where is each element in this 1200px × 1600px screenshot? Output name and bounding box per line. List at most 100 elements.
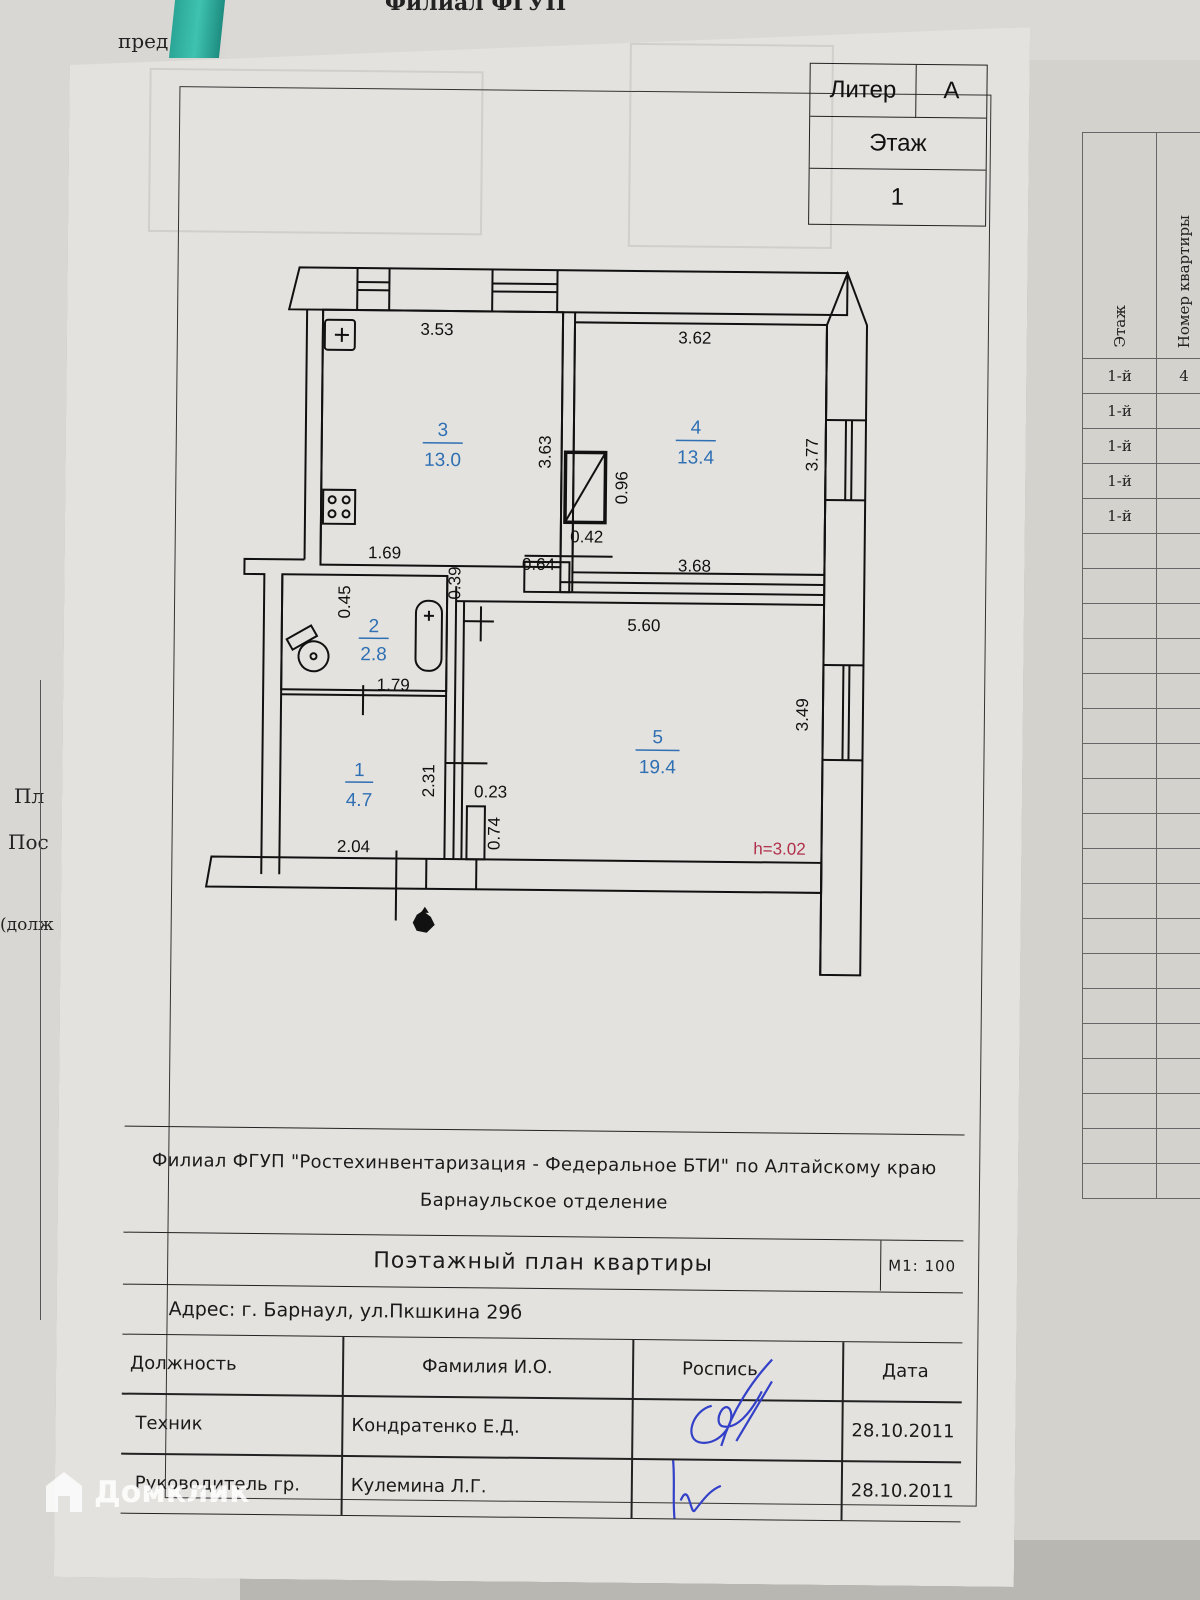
header-position: Должность [129,1352,237,1375]
document-title: Поэтажный план квартиры [373,1247,714,1277]
ceiling-height: h=3.02 [753,839,806,859]
address-row: Адрес: г. Барнаул, ул.Пкшкина 29б [122,1284,962,1342]
cell-apartment [1156,393,1200,429]
room-number: 4 [691,418,702,439]
svg-text:0.23: 0.23 [474,782,507,801]
north-arrow-icon [413,907,435,933]
room-number: 5 [652,727,663,748]
stove-icon [323,490,355,524]
room-area: 4.7 [346,790,373,811]
table-row [1081,1163,1200,1199]
floor-plan-drawing: 3 13.0 4 13.4 2 2.8 1 4.7 5 19.4 3.53 3.… [59,17,1030,1127]
house-logo-icon [46,1472,82,1512]
table-row [1081,778,1200,814]
svg-text:0.39: 0.39 [445,566,464,599]
cell-apartment [1156,428,1200,464]
organization-row: Филиал ФГУП "Ростехинвентаризация - Феде… [123,1126,964,1240]
cell-floor: 1-й [1081,428,1158,464]
svg-text:3.49: 3.49 [793,698,812,731]
cell-apartment [1156,498,1200,534]
fragment-text: пред [118,29,169,53]
room-labels: 3 13.0 4 13.4 2 2.8 1 4.7 5 19.4 [345,414,716,815]
cell-apartment: 4 [1156,358,1200,394]
interior-walls [279,309,827,863]
svg-text:1.69: 1.69 [368,543,401,562]
toilet-icon [287,625,334,677]
floor-plan-sheet: Литер А Этаж 1 [54,17,1030,1587]
name-cell: Кондратенко Е.Д. [351,1415,520,1438]
svg-text:3.53: 3.53 [420,320,453,339]
table-row [1081,533,1200,569]
table-row: 1-й [1081,498,1200,534]
cell-apartment [1156,463,1200,499]
table-row [1081,708,1200,744]
table-row [1081,1093,1200,1129]
table-row [1081,883,1200,919]
cell-floor: 1-й [1081,463,1158,499]
table-row [1081,1058,1200,1094]
bathtub-icon [415,601,442,671]
svg-text:0.42: 0.42 [570,527,603,546]
table-row [1081,743,1200,779]
header-floor: Этаж [1081,132,1158,359]
position-cell: Техник [135,1412,203,1435]
table-header-row: Этаж Номер квартиры [1081,132,1200,359]
svg-text:3.77: 3.77 [802,438,821,471]
room-area: 2.8 [360,644,387,665]
room-number: 3 [437,420,448,441]
svg-text:0.74: 0.74 [484,817,503,850]
signatures-table: Должность Фамилия И.О. Роспись Дата Техн… [121,1334,963,1523]
department-name: Барнаульское отделение [419,1189,668,1214]
table-row [1081,638,1200,674]
name-cell: Кулемина Л.Г. [350,1475,487,1498]
date-cell: 28.10.2011 [851,1420,955,1443]
date-cell: 28.10.2011 [850,1480,954,1503]
header-name: Фамилия И.О. [421,1355,553,1379]
svg-text:0.64: 0.64 [522,555,555,574]
table-row: 1-й [1081,463,1200,499]
fragment-text: Пл [14,784,45,808]
table-row [1081,813,1200,849]
page-edge [40,680,41,1320]
table-row [1081,988,1200,1024]
watermark-brand: Домклик [94,1474,250,1510]
table-row [1081,568,1200,604]
room-number: 1 [354,760,365,781]
header-apartment: Номер квартиры [1156,132,1200,359]
svg-text:5.60: 5.60 [627,616,660,635]
fixtures [286,319,445,678]
table-row [1081,1128,1200,1164]
door-markers [361,554,613,923]
cell-floor: 1-й [1081,498,1158,534]
handwritten-signatures [650,1350,812,1522]
svg-text:3.68: 3.68 [678,556,711,575]
table-row [1081,848,1200,884]
dimension-labels: 3.53 3.63 1.69 3.62 3.77 3.68 0.96 0.42 … [332,319,823,861]
svg-text:2.04: 2.04 [337,837,370,856]
room-number: 2 [368,616,379,637]
fragment-text: (долж [0,915,54,935]
domclick-watermark: Домклик [44,1470,250,1514]
svg-text:3.63: 3.63 [535,435,554,468]
teal-bookmark-tab [168,0,226,58]
table-row [1081,603,1200,639]
room-area: 13.4 [677,447,715,468]
svg-text:1.79: 1.79 [377,675,410,694]
svg-text:0.96: 0.96 [612,471,631,504]
document-title-row: Поэтажный план квартиры М1: 100 [123,1232,963,1292]
cell-floor: 1-й [1081,358,1158,394]
table-row: 1-й [1081,428,1200,464]
header-date: Дата [881,1360,929,1383]
address: Адрес: г. Барнаул, ул.Пкшкина 29б [168,1298,523,1324]
table-row [1081,673,1200,709]
table-row [1081,918,1200,954]
svg-text:0.45: 0.45 [335,585,354,618]
table-row [1081,1023,1200,1059]
table-row [1081,953,1200,989]
svg-text:3.62: 3.62 [678,328,711,347]
room-area: 13.0 [424,450,461,471]
sink-icon [325,320,355,350]
organization-name: Филиал ФГУП "Ростехинвентаризация - Феде… [151,1149,937,1180]
